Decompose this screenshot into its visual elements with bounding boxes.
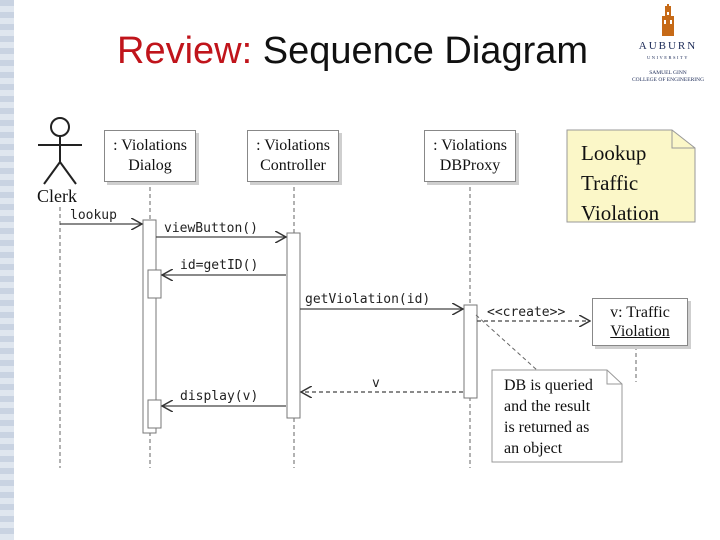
activation-dialog-display: [147, 399, 162, 429]
lookup-note-line: Traffic: [581, 171, 639, 195]
note-anchor-line: [475, 314, 549, 381]
title-main: Sequence Diagram: [262, 30, 589, 72]
msg-create-label: <<create>>: [487, 305, 566, 320]
msg-getviolation-label: getViolation(id): [305, 292, 431, 307]
msg-lookup-label: lookup: [70, 208, 117, 223]
slide-title: Review: Sequence Diagram: [117, 30, 588, 73]
activation-controller: [286, 232, 301, 419]
object-line2: Dialog: [128, 157, 172, 174]
lookup-note: Lookup Traffic Violation: [567, 130, 695, 225]
object-line2: DBProxy: [439, 157, 501, 174]
logo-college-line2: COLLEGE OF ENGINEERING: [631, 77, 705, 83]
msg-return-v-label: v: [372, 376, 380, 391]
object-violations-dialog: : Violations Dialog: [104, 130, 196, 182]
lookup-note-line: Violation: [581, 201, 660, 225]
object-line1: : Violations: [113, 137, 187, 154]
logo-name: AUBURN: [638, 40, 698, 52]
slide-left-strip: [0, 0, 14, 540]
activation-dbproxy: [463, 304, 478, 399]
db-note-line: DB is queried: [504, 377, 593, 394]
object-line1: : Violations: [433, 137, 507, 154]
created-object-line2: Violation: [610, 323, 670, 340]
title-accent: Review:: [117, 30, 253, 72]
msg-display-label: display(v): [180, 389, 259, 404]
activation-dialog-getid: [147, 269, 162, 299]
object-violations-controller: : Violations Controller: [247, 130, 339, 182]
db-note: DB is queried and the result is returned…: [492, 370, 622, 462]
db-note-line: is returned as: [504, 419, 590, 436]
object-traffic-violation: v: Traffic Violation: [592, 298, 688, 346]
object-line2: Controller: [260, 157, 326, 174]
auburn-logo: AUBURN UNIVERSITY SAMUEL GINN COLLEGE OF…: [622, 4, 714, 84]
db-note-shape: [491, 369, 623, 463]
created-object-line1: v: Traffic: [610, 304, 670, 321]
logo-university: UNIVERSITY: [647, 55, 689, 60]
object-line1: : Violations: [256, 137, 330, 154]
actor-label: Clerk: [37, 186, 77, 206]
logo-college-line1: SAMUEL GINN: [649, 70, 687, 76]
db-note-line: an object: [504, 440, 563, 457]
lookup-note-line: Lookup: [581, 141, 647, 165]
lookup-note-shape: [566, 129, 696, 223]
object-violations-dbproxy: : Violations DBProxy: [424, 130, 516, 182]
msg-getid-label: id=getID(): [180, 258, 259, 273]
clerk-actor-icon: [38, 117, 82, 185]
tower-icon: [662, 4, 674, 36]
logo-college: SAMUEL GINN COLLEGE OF ENGINEERING: [622, 70, 714, 84]
msg-viewbutton-label: viewButton(): [164, 221, 258, 236]
db-note-line: and the result: [504, 398, 591, 415]
